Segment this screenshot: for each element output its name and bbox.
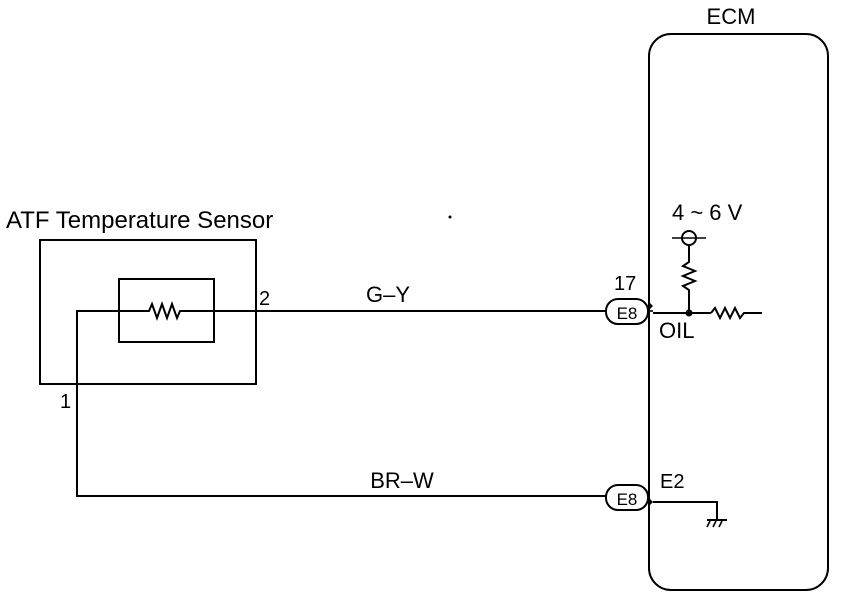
- connector-bottom: E8: [605, 484, 653, 511]
- ecm-oil-circuit: 4 ~ 6 V OIL: [653, 200, 762, 343]
- wire-g-y: G–Y: [256, 282, 606, 312]
- wire-br-w: BR–W: [76, 389, 606, 497]
- ecm-label: ECM: [707, 4, 756, 29]
- wire-bottom-line: [76, 389, 606, 497]
- ground-icon: [706, 519, 727, 528]
- thermistor-element: [76, 301, 256, 389]
- pullup-resistor-icon: [680, 245, 698, 313]
- connector-bottom-arrow: [648, 497, 653, 507]
- e2-line: [653, 501, 718, 519]
- terminal-e2-label: E2: [660, 471, 684, 493]
- terminal-oil-label: OIL: [659, 318, 694, 343]
- connector-bottom-label: E8: [617, 490, 638, 509]
- connector-top-pin: 17: [614, 273, 636, 295]
- connector-top: E8 17: [605, 273, 653, 325]
- atf-temperature-sensor: ATF Temperature Sensor 2 1: [6, 207, 273, 413]
- sensor-pin-2: 2: [259, 288, 270, 310]
- ecm-e2-circuit: E2: [653, 471, 727, 528]
- input-resistor-icon: [710, 305, 762, 321]
- sensor-label: ATF Temperature Sensor: [6, 207, 273, 234]
- wire-top-color-code: G–Y: [366, 282, 410, 307]
- wire-bottom-color-code: BR–W: [370, 468, 434, 493]
- speck-dot: [448, 215, 452, 219]
- connector-top-arrow: [648, 301, 653, 311]
- connector-top-label: E8: [617, 304, 638, 323]
- sensor-pin-1: 1: [60, 391, 71, 413]
- supply-voltage-label: 4 ~ 6 V: [672, 200, 743, 225]
